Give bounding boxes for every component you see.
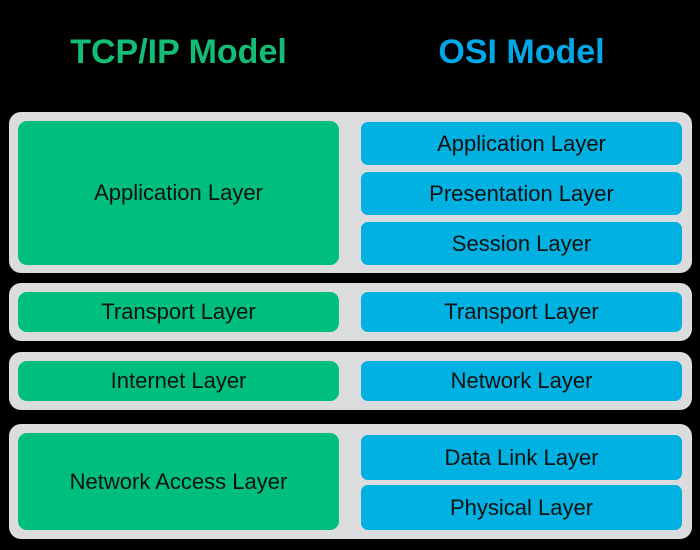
osi-layer-box-application: Application Layer bbox=[361, 122, 682, 165]
tcpip-model-title: TCP/IP Model bbox=[70, 33, 287, 71]
osi-layer-box-data-link: Data Link Layer bbox=[361, 435, 682, 480]
osi-column-network: Network Layer bbox=[361, 352, 682, 410]
osi-layer-box-physical: Physical Layer bbox=[361, 485, 682, 530]
osi-model-title: OSI Model bbox=[438, 33, 605, 71]
tcpip-layer-box-application: Application Layer bbox=[18, 121, 339, 265]
tcpip-layer-box-internet: Internet Layer bbox=[18, 361, 339, 401]
group-row-application: Application Layer Application Layer Pres… bbox=[9, 112, 692, 273]
tcpip-layer-box-network-access: Network Access Layer bbox=[18, 433, 339, 530]
group-row-network-access: Network Access Layer Data Link Layer Phy… bbox=[9, 424, 692, 539]
osi-column-network-access: Data Link Layer Physical Layer bbox=[361, 424, 682, 539]
osi-layer-box-network: Network Layer bbox=[361, 361, 682, 401]
group-row-internet: Internet Layer Network Layer bbox=[9, 352, 692, 410]
tcpip-layer-box-transport: Transport Layer bbox=[18, 292, 339, 332]
osi-layer-box-session: Session Layer bbox=[361, 222, 682, 265]
osi-column-application: Application Layer Presentation Layer Ses… bbox=[361, 112, 682, 273]
osi-column-transport: Transport Layer bbox=[361, 283, 682, 341]
osi-layer-box-presentation: Presentation Layer bbox=[361, 172, 682, 215]
osi-layer-box-transport: Transport Layer bbox=[361, 292, 682, 332]
group-row-transport: Transport Layer Transport Layer bbox=[9, 283, 692, 341]
